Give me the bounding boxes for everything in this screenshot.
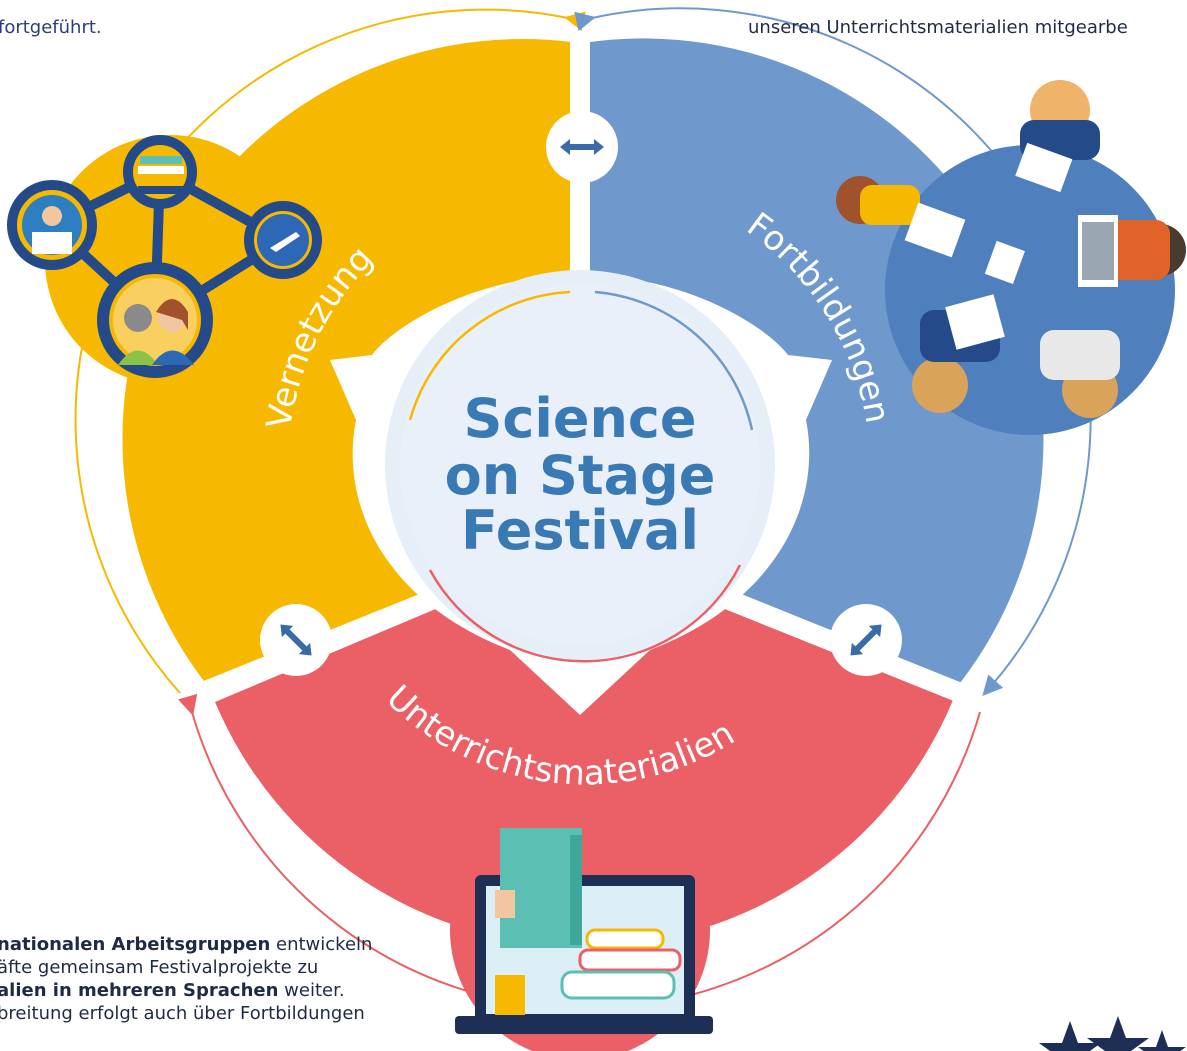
double-arrow-horizontal-icon	[546, 111, 618, 183]
intro-text-top-right: unseren Unterrichtsmaterialien mitgearbe	[748, 17, 1128, 38]
bottom-line-1: nationalen Arbeitsgruppen entwickeln	[0, 934, 373, 955]
laptop-books-icon	[450, 800, 713, 1051]
center-title-line-2: on Stage	[445, 444, 716, 507]
bottom-description: nationalen Arbeitsgruppen entwickeln äft…	[0, 933, 372, 1025]
double-arrow-diagonal-left-icon	[260, 604, 332, 676]
center-disc	[400, 285, 760, 645]
network-icon	[7, 135, 322, 385]
double-arrow-diagonal-right-icon	[830, 604, 902, 676]
segment-unterrichtsmaterialien	[215, 548, 953, 947]
intro-text-top-left: fortgeführt.	[0, 17, 102, 38]
bottom-line-3: alien in mehreren Sprachen weiter.	[0, 980, 345, 1001]
star-icon	[1039, 1016, 1186, 1051]
bottom-line-2: äfte gemeinsam Festivalprojekte zu	[0, 957, 319, 978]
center-title-line-3: Festival	[461, 499, 699, 562]
center-title-line-1: Science	[463, 387, 696, 450]
meeting-table-icon	[836, 80, 1186, 435]
bottom-line-4: breitung erfolgt auch über Fortbildungen	[0, 1003, 365, 1024]
